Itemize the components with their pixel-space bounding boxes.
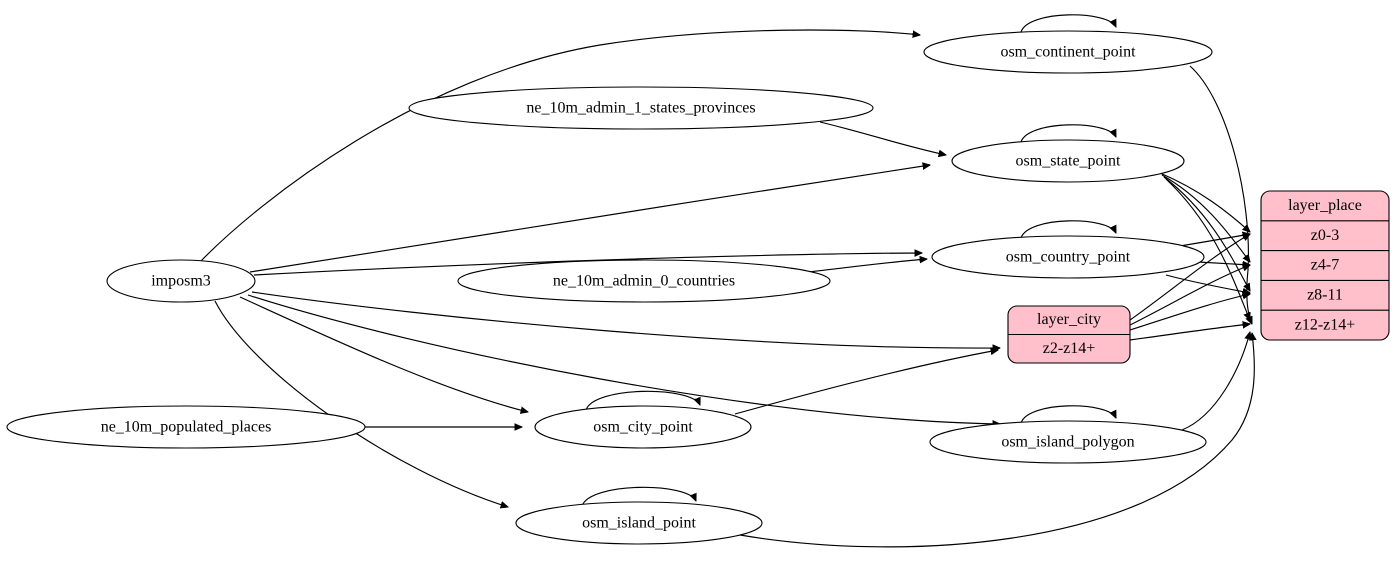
record-row-layer_place-z12-z14[interactable]: z12-z14+ [1295, 316, 1356, 333]
edge-osm_state_point-to-layer_place-z0-3 [1159, 172, 1250, 232]
record-node-layer_place[interactable]: layer_place z0-3 z4-7 z8-11 z12-z14+ [1260, 190, 1390, 341]
edge-self-loop-osm_city_point [585, 390, 700, 411]
edge-layer_city-to-layer_place-z4-7 [1129, 265, 1250, 326]
node-osm_island_polygon[interactable]: osm_island_polygon [929, 420, 1207, 464]
node-label-osm_island_point: osm_island_point [582, 515, 696, 532]
edge-imposm3-to-osm_state_point [249, 165, 930, 273]
edge-imposm3-to-osm_continent_point [199, 29, 920, 263]
node-ne_10m_admin_0_countries[interactable]: ne_10m_admin_0_countries [457, 259, 831, 303]
node-shape-osm_island_point[interactable] [515, 501, 763, 545]
edge-osm_state_point-to-layer_place-z12-z14 [1165, 178, 1251, 320]
node-label-osm_continent_point: osm_continent_point [1000, 44, 1136, 61]
edge-imposm3-to-osm_island_polygon [247, 294, 1000, 424]
edge-imposm3-to-layer_city [251, 291, 1000, 348]
edge-self-loop-osm_continent_point [1020, 14, 1116, 33]
node-label-osm_island_polygon: osm_island_polygon [1001, 434, 1134, 451]
record-node-layer: layer_city z2-z14+ layer_place z0-3 z4-7… [1007, 190, 1390, 364]
node-shape-osm_state_point[interactable] [951, 139, 1185, 183]
node-label-ne_10m_admin_1_states_provinces: ne_10m_admin_1_states_provinces [526, 100, 755, 117]
node-osm_island_point[interactable]: osm_island_point [515, 501, 763, 545]
edge-self-loop-osm_island_polygon [1020, 405, 1116, 424]
node-shape-ne_10m_populated_places[interactable] [6, 405, 366, 449]
edge-osm_island_point-to-layer_place-z12-z14 [739, 333, 1254, 548]
node-osm_state_point[interactable]: osm_state_point [951, 139, 1185, 183]
node-shape-ne_10m_admin_0_countries[interactable] [457, 259, 831, 303]
node-osm_continent_point[interactable]: osm_continent_point [923, 30, 1213, 74]
edge-ne_10m_admin_1_states_provinces-to-osm_state_point [819, 121, 946, 155]
node-shape-imposm3[interactable] [106, 259, 256, 303]
node-label-ne_10m_admin_0_countries: ne_10m_admin_0_countries [553, 273, 735, 290]
node-label-osm_country_point: osm_country_point [1006, 249, 1131, 266]
node-shape-ne_10m_admin_1_states_provinces[interactable] [408, 86, 874, 130]
node-label-osm_city_point: osm_city_point [593, 419, 693, 436]
record-node-layer_city[interactable]: layer_city z2-z14+ [1007, 305, 1131, 364]
node-ne_10m_admin_1_states_provinces[interactable]: ne_10m_admin_1_states_provinces [408, 86, 874, 130]
record-row-layer_place-z8-11[interactable]: z8-11 [1307, 286, 1343, 303]
edge-layer_city-to-layer_place-z8-11 [1129, 294, 1250, 331]
node-label-ne_10m_populated_places: ne_10m_populated_places [101, 419, 272, 436]
edge-imposm3-to-osm_city_point [239, 296, 528, 412]
node-label-imposm3: imposm3 [151, 273, 211, 290]
edge-osm_island_polygon-to-layer_place-z12-z14 [1181, 332, 1250, 431]
node-osm_country_point[interactable]: osm_country_point [931, 235, 1205, 279]
edge-osm_state_point-to-layer_place-z4-7 [1161, 174, 1250, 262]
edge-osm_state_point-to-layer_place-z8-11 [1163, 176, 1250, 291]
edge-self-loop-osm_country_point [1020, 220, 1116, 239]
node-shape-osm_country_point[interactable] [931, 235, 1205, 279]
edge-layer_city-to-layer_place-z12-z14 [1129, 324, 1250, 341]
edge-ne_10m_admin_0_countries-to-osm_country_point [807, 259, 927, 273]
node-imposm3[interactable]: imposm3 [106, 259, 256, 303]
record-shape-layer_place[interactable] [1260, 190, 1390, 341]
edge-osm_city_point-to-layer_city-z2-z14 [734, 350, 998, 415]
edge-self-loop-osm_island_point [581, 486, 696, 507]
node-label-osm_state_point: osm_state_point [1016, 153, 1121, 170]
record-row-layer_city-header: layer_city [1037, 311, 1101, 328]
node-shape-osm_island_polygon[interactable] [929, 420, 1207, 464]
record-row-layer_place-header: layer_place [1288, 197, 1362, 214]
node-layer: imposm3 ne_10m_populated_places ne_10m_a… [6, 30, 1213, 545]
record-row-layer_city-z2-z14[interactable]: z2-z14+ [1043, 340, 1096, 357]
node-ne_10m_populated_places[interactable]: ne_10m_populated_places [6, 405, 366, 449]
node-osm_city_point[interactable]: osm_city_point [534, 405, 752, 449]
node-shape-osm_continent_point[interactable] [923, 30, 1213, 74]
record-row-layer_place-z0-3[interactable]: z0-3 [1311, 227, 1339, 244]
node-shape-osm_city_point[interactable] [534, 405, 752, 449]
edge-self-loop-osm_state_point [1020, 124, 1116, 143]
record-row-layer_place-z4-7[interactable]: z4-7 [1311, 257, 1339, 274]
edge-osm_country_point-to-layer_place-z8-11 [1165, 274, 1250, 293]
edge-layer_city-to-layer_place-z0-3 [1129, 234, 1250, 321]
